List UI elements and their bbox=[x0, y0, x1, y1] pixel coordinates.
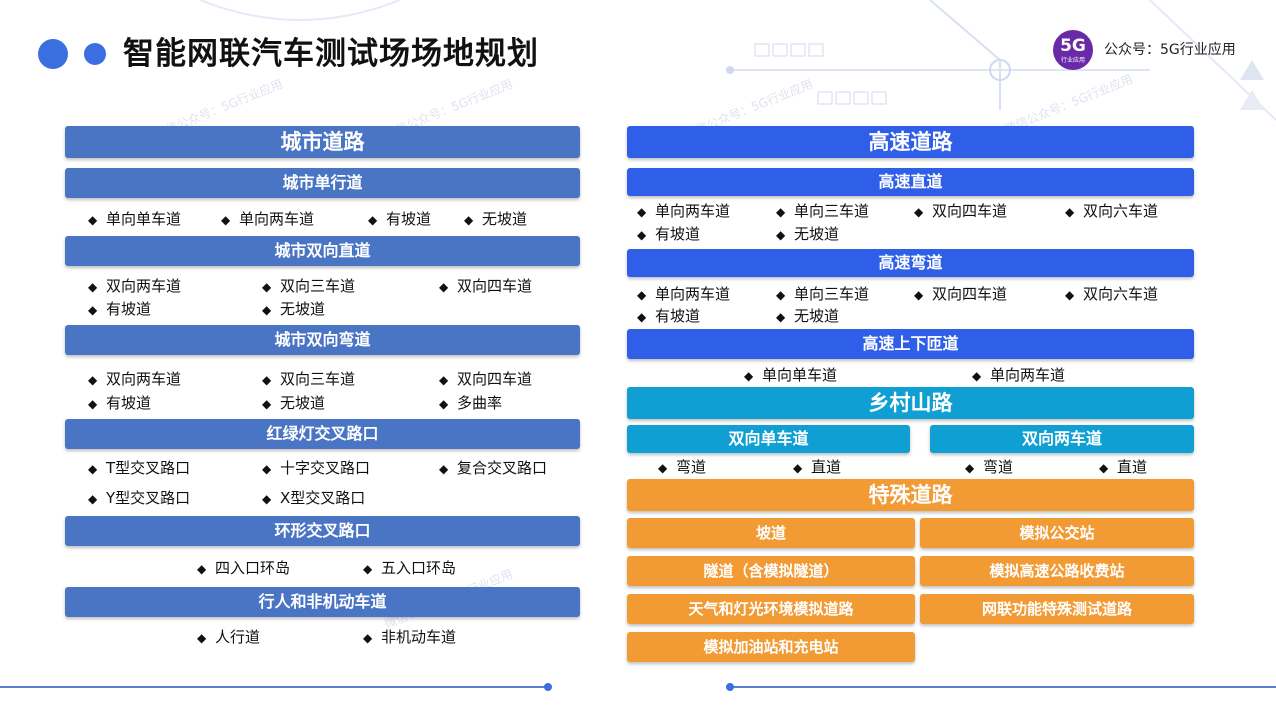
list-item: ◆直道 bbox=[793, 458, 842, 476]
page-title: 智能网联汽车测试场场地规划 bbox=[123, 36, 539, 72]
list-item: ◆单向三车道 bbox=[776, 202, 870, 220]
list-item: ◆双向两车道 bbox=[88, 370, 182, 388]
special-road-item: 网联功能特殊测试道路 bbox=[920, 594, 1194, 624]
footer-dot-right bbox=[726, 683, 734, 691]
list-item: ◆双向两车道 bbox=[88, 277, 182, 295]
title-dot-small bbox=[84, 43, 106, 65]
list-item: ◆单向两车道 bbox=[972, 366, 1066, 384]
list-item: ◆双向六车道 bbox=[1065, 285, 1159, 303]
list-item: ◆有坡道 bbox=[88, 394, 152, 412]
list-item: ◆单向单车道 bbox=[88, 210, 182, 228]
urban-road-header: 城市道路 bbox=[65, 126, 580, 158]
special-road-item: 模拟高速公路收费站 bbox=[920, 556, 1194, 586]
list-item: ◆T型交叉路口 bbox=[88, 459, 191, 477]
list-item: ◆直道 bbox=[1099, 458, 1148, 476]
list-item: ◆弯道 bbox=[965, 458, 1014, 476]
list-item: ◆无坡道 bbox=[776, 225, 840, 243]
special-road-item: 模拟加油站和充电站 bbox=[627, 632, 915, 662]
list-item: ◆弯道 bbox=[658, 458, 707, 476]
list-item: ◆五入口环岛 bbox=[363, 559, 457, 577]
highway-header: 高速道路 bbox=[627, 126, 1194, 158]
list-item: ◆无坡道 bbox=[262, 300, 326, 318]
list-item: ◆有坡道 bbox=[637, 225, 701, 243]
title-dot-large bbox=[38, 39, 68, 69]
list-item: ◆有坡道 bbox=[88, 300, 152, 318]
highway-straight-bar: 高速直道 bbox=[627, 168, 1194, 196]
list-item: ◆无坡道 bbox=[262, 394, 326, 412]
list-item: ◆双向三车道 bbox=[262, 370, 356, 388]
list-item: ◆十字交叉路口 bbox=[262, 459, 371, 477]
pedestrian-lane-bar: 行人和非机动车道 bbox=[65, 587, 580, 617]
list-item: ◆X型交叉路口 bbox=[262, 489, 366, 507]
list-item: ◆单向两车道 bbox=[637, 202, 731, 220]
list-item: ◆复合交叉路口 bbox=[439, 459, 548, 477]
list-item: ◆双向四车道 bbox=[914, 285, 1008, 303]
list-item: ◆单向两车道 bbox=[221, 210, 315, 228]
list-item: ◆单向单车道 bbox=[744, 366, 838, 384]
special-road-item: 模拟公交站 bbox=[920, 518, 1194, 548]
footer-line-left bbox=[0, 686, 548, 688]
logo-big-text: 5G bbox=[1060, 36, 1086, 56]
list-item: ◆无坡道 bbox=[464, 210, 528, 228]
highway-ramp-bar: 高速上下匝道 bbox=[627, 329, 1194, 359]
urban-oneway-bar: 城市单行道 bbox=[65, 168, 580, 198]
list-item: ◆双向六车道 bbox=[1065, 202, 1159, 220]
list-item: ◆有坡道 bbox=[637, 307, 701, 325]
list-item: ◆无坡道 bbox=[776, 307, 840, 325]
list-item: ◆双向四车道 bbox=[914, 202, 1008, 220]
special-road-header: 特殊道路 bbox=[627, 479, 1194, 511]
list-item: ◆多曲率 bbox=[439, 394, 503, 412]
rural-road-header: 乡村山路 bbox=[627, 387, 1194, 419]
logo-small-text: 行业应用 bbox=[1060, 57, 1085, 64]
list-item: ◆双向四车道 bbox=[439, 277, 533, 295]
list-item: ◆双向三车道 bbox=[262, 277, 356, 295]
5g-logo-icon: 5G 行业应用 bbox=[1053, 30, 1093, 70]
list-item: ◆人行道 bbox=[197, 628, 261, 646]
traffic-light-intersection-bar: 红绿灯交叉路口 bbox=[65, 419, 580, 449]
rural-single-lane-bar: 双向单车道 bbox=[627, 425, 910, 453]
roundabout-bar: 环形交叉路口 bbox=[65, 516, 580, 546]
urban-twoway-straight-bar: 城市双向直道 bbox=[65, 236, 580, 266]
list-item: ◆单向三车道 bbox=[776, 285, 870, 303]
list-item: ◆单向两车道 bbox=[637, 285, 731, 303]
highway-curve-bar: 高速弯道 bbox=[627, 249, 1194, 277]
list-item: ◆四入口环岛 bbox=[197, 559, 291, 577]
list-item: ◆双向四车道 bbox=[439, 370, 533, 388]
rural-two-lane-bar: 双向两车道 bbox=[930, 425, 1194, 453]
special-road-item: 隧道（含模拟隧道） bbox=[627, 556, 915, 586]
urban-twoway-curve-bar: 城市双向弯道 bbox=[65, 325, 580, 355]
footer-line-right bbox=[730, 686, 1276, 688]
list-item: ◆有坡道 bbox=[368, 210, 432, 228]
account-label: 公众号：5G行业应用 bbox=[1104, 42, 1236, 58]
special-road-item: 天气和灯光环境模拟道路 bbox=[627, 594, 915, 624]
special-road-item: 坡道 bbox=[627, 518, 915, 548]
footer-dot-left bbox=[544, 683, 552, 691]
list-item: ◆非机动车道 bbox=[363, 628, 457, 646]
list-item: ◆Y型交叉路口 bbox=[88, 489, 191, 507]
